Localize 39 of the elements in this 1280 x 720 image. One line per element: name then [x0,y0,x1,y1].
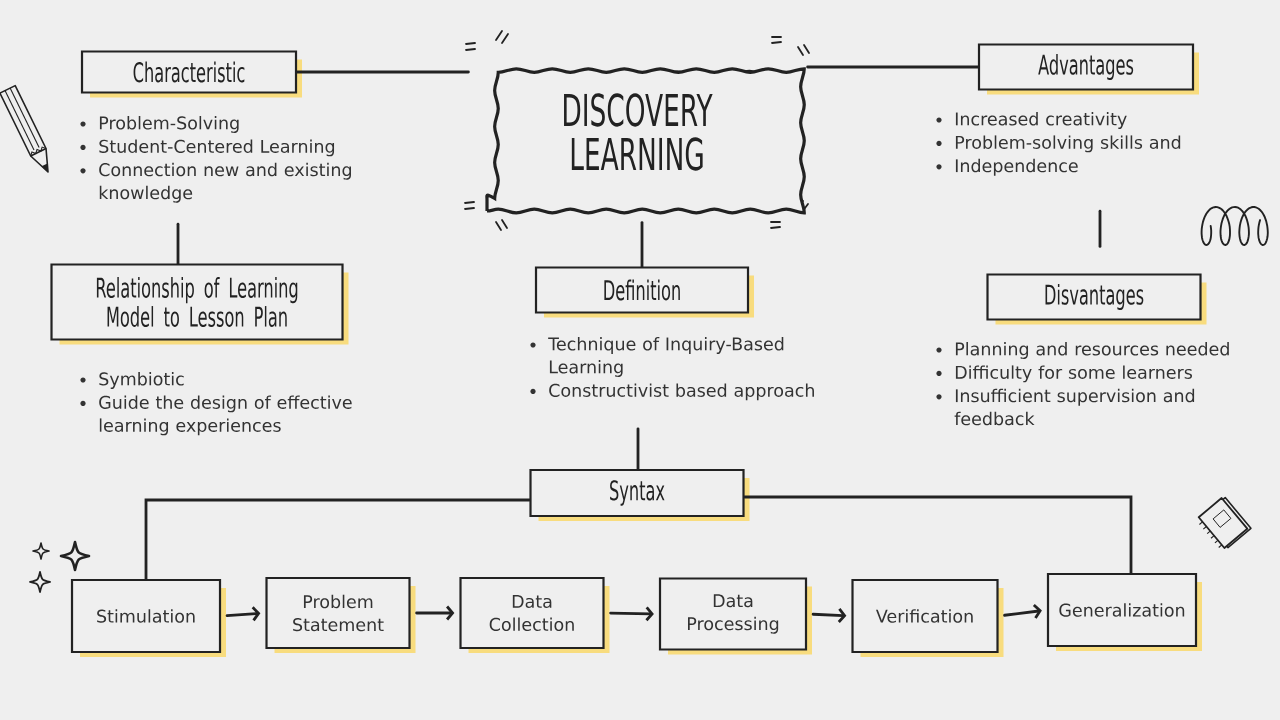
list-item: Constructivist based approach [549,383,814,401]
list-item: Student-Centered Learning [99,139,335,157]
step-box: Data Collection [459,576,610,653]
heading-box: Advantages [977,43,1199,95]
list-item: Connection new and existing knowledge [99,162,351,203]
connector-line [176,222,180,265]
step-box: Generalization [1046,572,1202,651]
connector-line [636,427,640,471]
step-box: Verification [851,578,1004,657]
list-item: Technique of Inquiry-Based Learning [548,337,784,377]
list-item: Planning and resources needed [955,342,1229,359]
list-item: Problem-Solving [99,116,239,133]
list-item: Guide the design of effective learning experiences [99,395,352,436]
heading-box: Definition [534,266,754,318]
connector-line [640,221,644,268]
list-item: Symbiotic [99,372,184,389]
connector-line [144,498,531,581]
list-item: Difficulty for some learners [955,365,1193,383]
step-box: Data Processing [658,577,812,655]
connector-line [295,70,470,74]
list-item: Insufficient supervision and feedback [954,388,1195,426]
list-item: Problem-solving skills and [955,135,1181,153]
step-box: Stimulation [70,578,226,657]
step-box: Problem Statement [265,576,416,653]
arrow [609,606,654,622]
list-item: Independence [955,158,1078,176]
heading-box: Disvantages [986,273,1207,325]
heading-box: Characteristic [80,50,302,98]
title-box: DISCOVERY LEARNING [485,67,806,215]
arrow [811,608,847,623]
connector-line [743,495,1133,575]
arrow [415,605,455,621]
connector-line [806,65,980,69]
heading-box: Syntax [529,468,750,521]
arrow [1003,604,1042,619]
heading-box: Relationship of Learning Model to Lesson Plan [50,263,349,345]
connector-line [1098,209,1102,248]
arrow [225,606,261,622]
list-item: Increased creativity [955,112,1127,129]
